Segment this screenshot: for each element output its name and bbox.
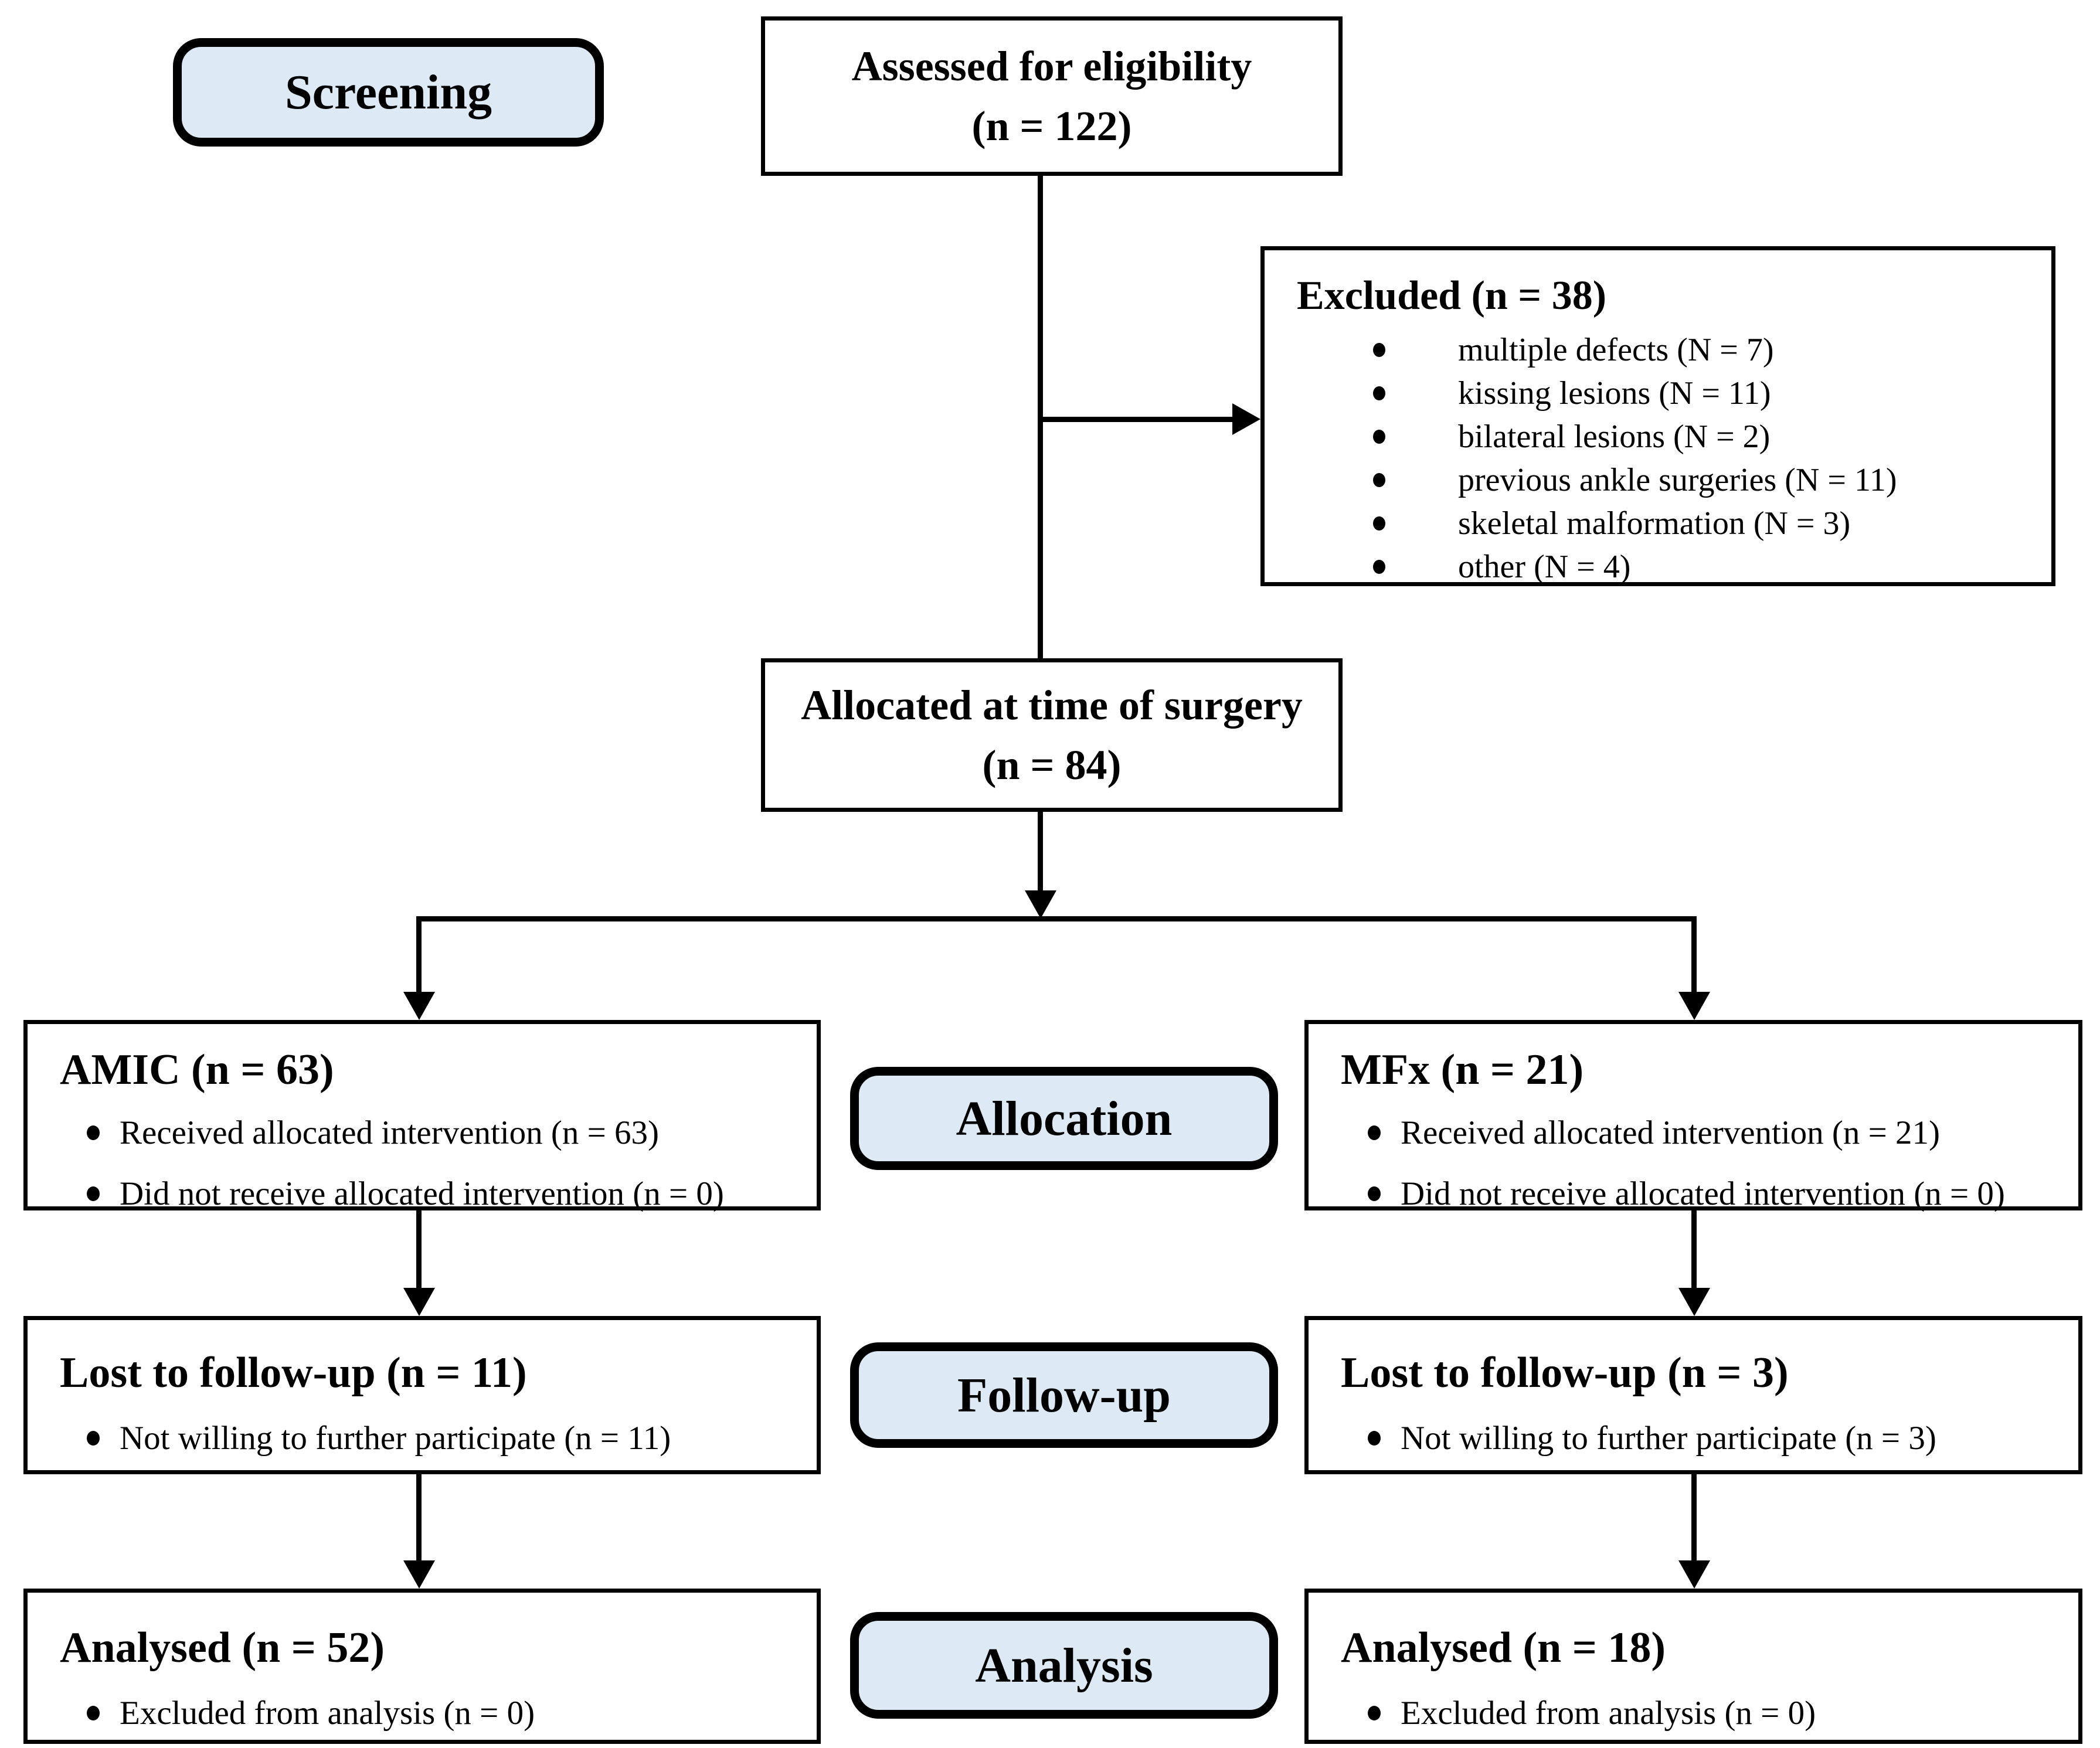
lost-mfx-list: Not willing to further participate (n = … — [1341, 1414, 2055, 1463]
analysed-mfx-list: Excluded from analysis (n = 0) — [1341, 1689, 2055, 1737]
allocated-count: (n = 84) — [982, 742, 1122, 788]
list-item: kissing lesions (N = 11) — [1373, 372, 2034, 415]
list-item: Excluded from analysis (n = 0) — [83, 1689, 793, 1737]
list-item: Excluded from analysis (n = 0) — [1364, 1689, 2055, 1737]
list-item: other (N = 4) — [1373, 545, 2034, 589]
list-item: Not willing to further participate (n = … — [83, 1414, 793, 1463]
connector-mfx-to-lost — [1691, 1209, 1697, 1291]
connector-lost-to-analysed-mfx — [1691, 1473, 1697, 1564]
list-item: Did not receive allocated intervention (… — [1364, 1170, 2055, 1218]
lost-amic-title: Lost to follow-up (n = 11) — [60, 1349, 527, 1397]
stage-label-allocation: Allocation — [850, 1067, 1278, 1170]
arrowhead-right-icon — [1232, 403, 1260, 435]
excluded-title: Excluded (n = 38) — [1297, 273, 1607, 318]
stage-label-screening-text: Screening — [284, 65, 492, 120]
connector-branch-line — [416, 916, 1697, 921]
amic-list: Received allocated intervention (n = 63)… — [60, 1109, 793, 1218]
arrowhead-down-icon — [403, 1288, 435, 1316]
box-analysed-mfx: Analysed (n = 18) Excluded from analysis… — [1304, 1589, 2082, 1744]
box-excluded: Excluded (n = 38) multiple defects (N = … — [1260, 246, 2055, 586]
stage-label-followup: Follow-up — [850, 1342, 1278, 1448]
connector-amic-to-lost — [416, 1209, 422, 1291]
box-lost-followup-mfx: Lost to follow-up (n = 3) Not willing to… — [1304, 1316, 2082, 1474]
mfx-list: Received allocated intervention (n = 21)… — [1341, 1109, 2055, 1218]
stage-label-allocation-text: Allocation — [956, 1091, 1173, 1146]
allocated-line1: Allocated at time of surgery — [801, 682, 1303, 729]
box-assessed-eligibility: Assessed for eligibility (n = 122) — [761, 16, 1343, 176]
list-item: previous ankle surgeries (N = 11) — [1373, 458, 2034, 502]
mfx-title: MFx (n = 21) — [1341, 1046, 1584, 1094]
excluded-list: multiple defects (N = 7) kissing lesions… — [1297, 328, 2034, 589]
connector-to-excluded — [1041, 417, 1234, 422]
box-analysed-amic: Analysed (n = 52) Excluded from analysis… — [23, 1589, 821, 1744]
arrowhead-down-icon — [1025, 890, 1056, 919]
list-item: Received allocated intervention (n = 63) — [83, 1109, 793, 1157]
connector-branch-to-mfx — [1691, 919, 1697, 995]
lost-mfx-title: Lost to follow-up (n = 3) — [1341, 1349, 1789, 1397]
arrowhead-down-icon — [1678, 992, 1710, 1020]
analysed-amic-title: Analysed (n = 52) — [60, 1624, 385, 1672]
arrowhead-down-icon — [403, 992, 435, 1020]
list-item: bilateral lesions (N = 2) — [1373, 415, 2034, 458]
connector-branch-to-amic — [416, 919, 422, 995]
amic-title: AMIC (n = 63) — [60, 1046, 334, 1094]
list-item: Not willing to further participate (n = … — [1364, 1414, 2055, 1463]
analysed-mfx-title: Analysed (n = 18) — [1341, 1624, 1666, 1672]
connector-allocated-to-branch — [1038, 811, 1043, 893]
assessed-line1: Assessed for eligibility — [851, 43, 1252, 90]
lost-amic-list: Not willing to further participate (n = … — [60, 1414, 793, 1463]
analysed-amic-list: Excluded from analysis (n = 0) — [60, 1689, 793, 1737]
list-item: skeletal malformation (N = 3) — [1373, 502, 2034, 545]
arrowhead-down-icon — [1678, 1288, 1710, 1316]
box-allocated-surgery: Allocated at time of surgery (n = 84) — [761, 658, 1343, 812]
connector-assessed-to-allocated — [1038, 174, 1043, 660]
assessed-count: (n = 122) — [971, 103, 1132, 149]
box-amic-arm: AMIC (n = 63) Received allocated interve… — [23, 1020, 821, 1212]
stage-label-followup-text: Follow-up — [957, 1368, 1171, 1423]
list-item: multiple defects (N = 7) — [1373, 328, 2034, 372]
stage-label-analysis-text: Analysis — [975, 1638, 1153, 1693]
stage-label-screening: Screening — [173, 38, 604, 147]
list-item: Received allocated intervention (n = 21) — [1364, 1109, 2055, 1157]
connector-lost-to-analysed-amic — [416, 1473, 422, 1564]
stage-label-analysis: Analysis — [850, 1612, 1278, 1719]
list-item: Did not receive allocated intervention (… — [83, 1170, 793, 1218]
arrowhead-down-icon — [403, 1560, 435, 1589]
box-lost-followup-amic: Lost to follow-up (n = 11) Not willing t… — [23, 1316, 821, 1474]
arrowhead-down-icon — [1678, 1560, 1710, 1589]
box-mfx-arm: MFx (n = 21) Received allocated interven… — [1304, 1020, 2082, 1212]
